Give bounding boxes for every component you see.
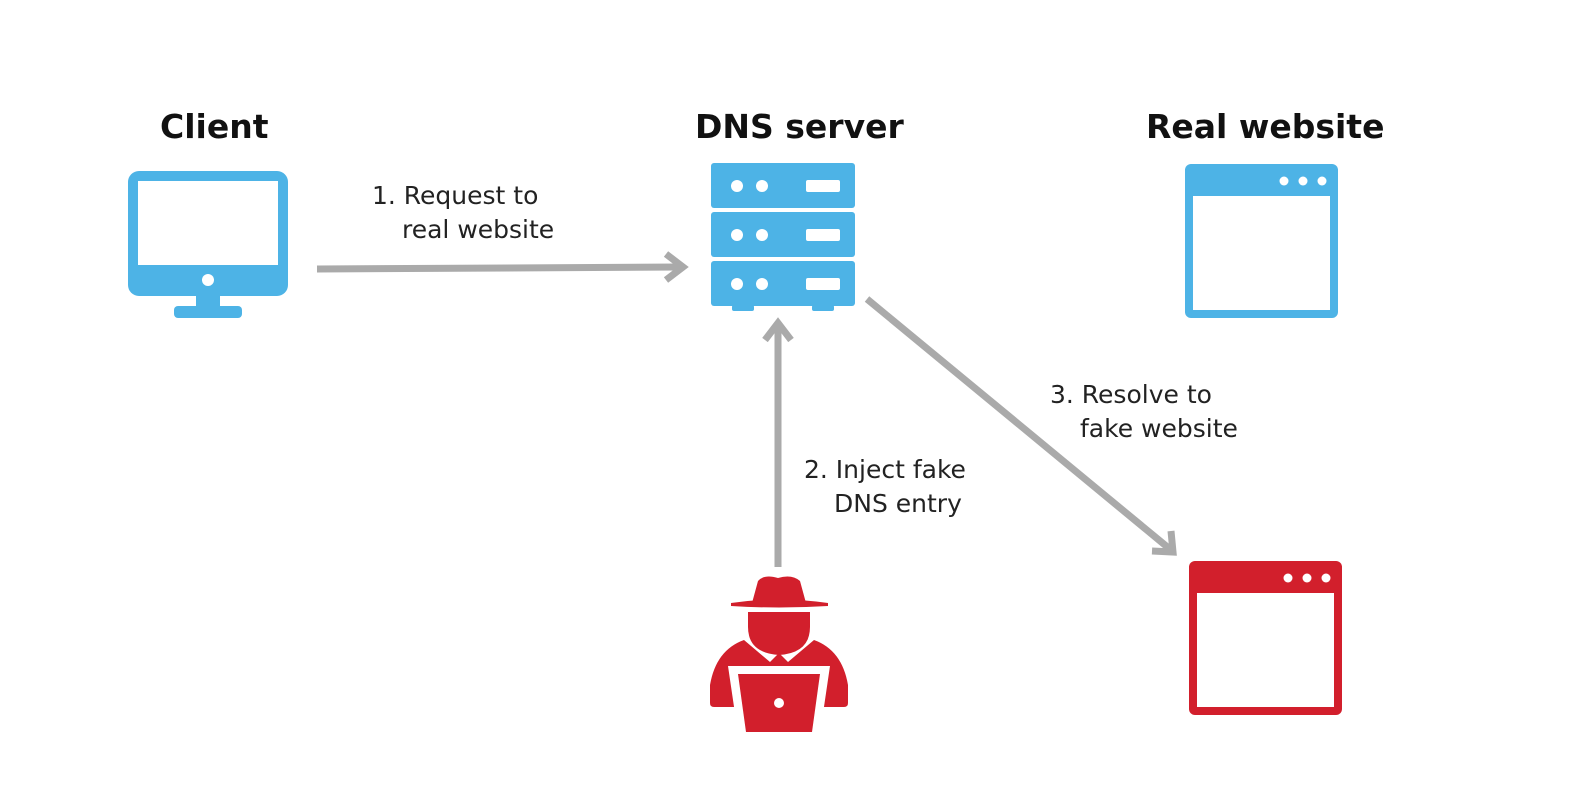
arrow-request [316, 251, 689, 283]
step-2-line1: 2. Inject fake [804, 455, 966, 484]
step-3-line2: fake website [1080, 414, 1238, 443]
step-1-line1: 1. Request to [372, 181, 539, 210]
hacker-with-laptop-icon [710, 576, 848, 734]
arrow-inject [762, 317, 794, 567]
arrow-resolve [864, 296, 1177, 556]
client-title: Client [160, 107, 269, 146]
step-1-line2: real website [402, 215, 555, 244]
step-1-label: 1. Request to real website [372, 179, 554, 247]
fake-website-browser-icon [1189, 561, 1342, 715]
step-3-label: 3. Resolve to fake website [1050, 378, 1238, 446]
step-2-line2: DNS entry [834, 489, 962, 518]
dns-server-title: DNS server [695, 107, 904, 146]
step-2-label: 2. Inject fake DNS entry [804, 453, 966, 521]
real-website-title: Real website [1146, 107, 1385, 146]
server-rack-icon [711, 163, 855, 311]
real-website-browser-icon [1185, 164, 1338, 318]
desktop-monitor-icon [128, 171, 288, 318]
step-3-line1: 3. Resolve to [1050, 380, 1212, 409]
